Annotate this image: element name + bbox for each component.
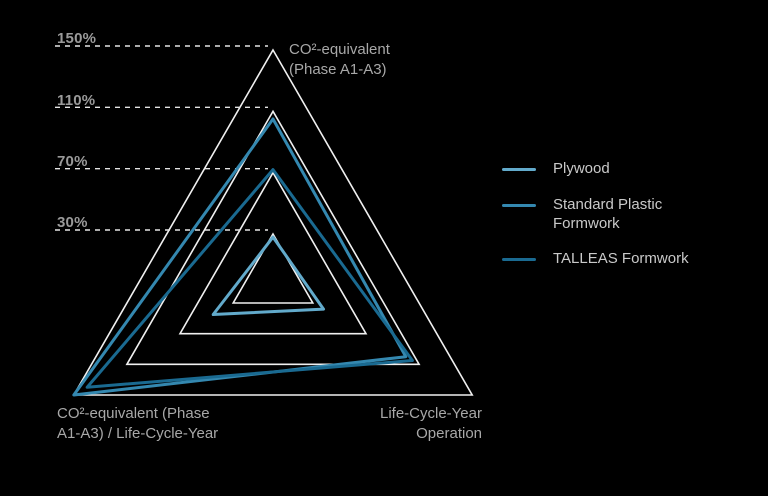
grid-triangle-110% <box>125 109 421 366</box>
legend-swatch-plywood <box>502 168 536 171</box>
series-polygon-talleas-formwork <box>85 168 414 389</box>
series-polygon-plywood <box>211 235 325 316</box>
grid-triangle-70% <box>178 171 368 335</box>
tick-label-110: 110% <box>57 92 96 109</box>
axis-label-lifecycle-year-operation: Life-Cycle-Year Operation <box>380 405 482 443</box>
legend-label-standard-plastic-formwork: Standard Plastic Formwork <box>553 195 663 232</box>
tick-label-70: 70% <box>57 153 88 170</box>
grid-triangle-150% <box>72 48 474 396</box>
series-polygon-standard-plastic-formwork <box>72 117 408 397</box>
legend-label-plywood: Plywood <box>553 160 610 177</box>
axis-label-co2-per-lifecycle-year: CO²-equivalent (Phase A1-A3) / Life-Cycl… <box>57 405 219 443</box>
legend-swatch-talleas-formwork <box>502 258 536 262</box>
legend-item-plywood: Plywood <box>502 160 705 179</box>
legend-item-talleas-formwork: TALLEAS Formwork <box>502 250 705 269</box>
tick-label-150: 150% <box>57 30 97 47</box>
tick-label-30: 30% <box>57 214 88 231</box>
legend: Plywood Standard Plastic Formwork TALLEA… <box>502 160 705 269</box>
axis-label-co2-equivalent-a1-a3: CO²-equivalent (Phase A1-A3) <box>289 41 390 79</box>
legend-item-standard-plastic-formwork: Standard Plastic Formwork <box>502 196 705 234</box>
legend-swatch-standard-plastic-formwork <box>502 203 536 207</box>
grid-triangle-30% <box>231 232 315 304</box>
legend-label-talleas-formwork: TALLEAS Formwork <box>553 250 689 268</box>
